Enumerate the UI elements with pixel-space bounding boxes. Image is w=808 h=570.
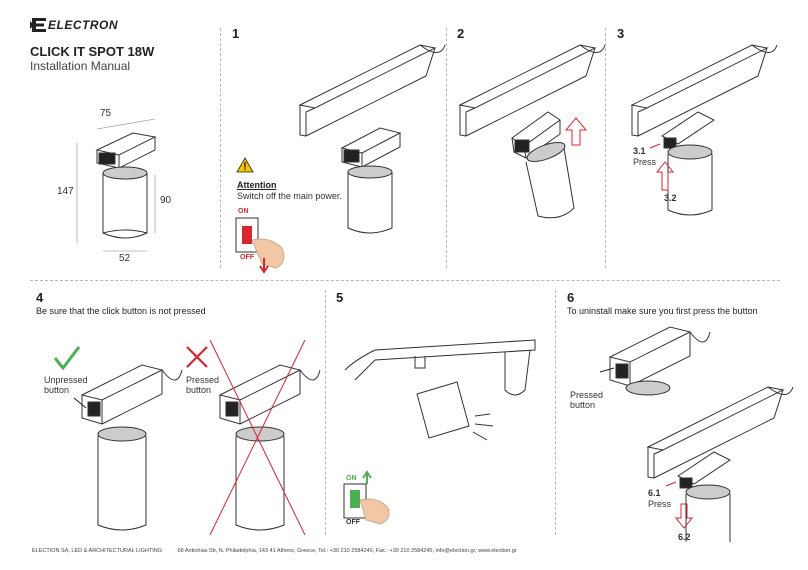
divider bbox=[325, 290, 326, 535]
track-rail-illustration bbox=[298, 44, 446, 234]
dimension-drawing bbox=[76, 118, 157, 252]
spot-pressed-illustration bbox=[599, 326, 711, 396]
warning-icon bbox=[236, 157, 254, 173]
dim-diameter: 52 bbox=[119, 253, 131, 264]
step-3-push-number: 3.2 bbox=[664, 193, 677, 203]
dim-height-body: 90 bbox=[160, 195, 172, 206]
step-1-number: 1 bbox=[232, 26, 240, 41]
step-6-pull-number: 6.2 bbox=[678, 532, 691, 542]
step-6-number: 6 bbox=[567, 290, 575, 305]
checkmark-icon bbox=[53, 346, 81, 371]
electron-logo-icon bbox=[30, 18, 46, 32]
spot-tilted-illustration bbox=[458, 44, 606, 219]
switch-on-label: ON bbox=[238, 208, 249, 215]
switch-on-label: ON bbox=[346, 475, 357, 482]
spot-pressed-illustration bbox=[209, 339, 321, 536]
power-switch-on-icon bbox=[343, 470, 390, 525]
footer-address: 68 Antiohias Str, N. Philadelphia, 143 4… bbox=[177, 548, 517, 554]
dim-height-total: 147 bbox=[57, 186, 74, 197]
attention-text: Switch off the main power. bbox=[237, 191, 342, 201]
switch-off-label: OFF bbox=[346, 519, 360, 526]
attention-label: Attention bbox=[237, 180, 277, 190]
step-6-press-number: 6.1 bbox=[648, 488, 661, 498]
spot-click-illustration bbox=[630, 44, 778, 216]
step-6-instruction: To uninstall make sure you first press t… bbox=[567, 306, 758, 316]
step-5-number: 5 bbox=[336, 290, 344, 305]
step-3-press-number: 3.1 bbox=[633, 146, 646, 156]
step-2-number: 2 bbox=[457, 26, 465, 41]
switch-off-label: OFF bbox=[240, 254, 254, 261]
divider bbox=[555, 290, 556, 535]
page-title: CLICK IT SPOT 18W bbox=[30, 44, 155, 59]
step-6-press-label: Press bbox=[648, 499, 672, 509]
spot-uninstall-illustration bbox=[646, 386, 794, 542]
step-3-number: 3 bbox=[617, 26, 625, 41]
footer-company: ELECTION SA, LED & ARCHITECTURAL LIGHTIN… bbox=[32, 548, 162, 554]
divider bbox=[220, 28, 221, 268]
power-switch-off-icon bbox=[235, 217, 285, 274]
spot-unpressed-illustration bbox=[73, 364, 183, 531]
dim-width-top: 75 bbox=[100, 108, 112, 119]
footer: ELECTION SA, LED & ARCHITECTURAL LIGHTIN… bbox=[32, 548, 517, 554]
step-4-number: 4 bbox=[36, 290, 44, 305]
cross-mark-icon bbox=[186, 346, 208, 368]
spot-on-rail-illustration bbox=[344, 339, 536, 441]
divider bbox=[446, 28, 447, 268]
step-4-instruction: Be sure that the click button is not pre… bbox=[36, 306, 206, 316]
divider bbox=[30, 280, 780, 281]
divider bbox=[605, 28, 606, 268]
page-subtitle: Installation Manual bbox=[30, 59, 131, 73]
step-3-press-label: Press bbox=[633, 157, 657, 167]
brand-name: ELECTRON bbox=[48, 18, 118, 32]
